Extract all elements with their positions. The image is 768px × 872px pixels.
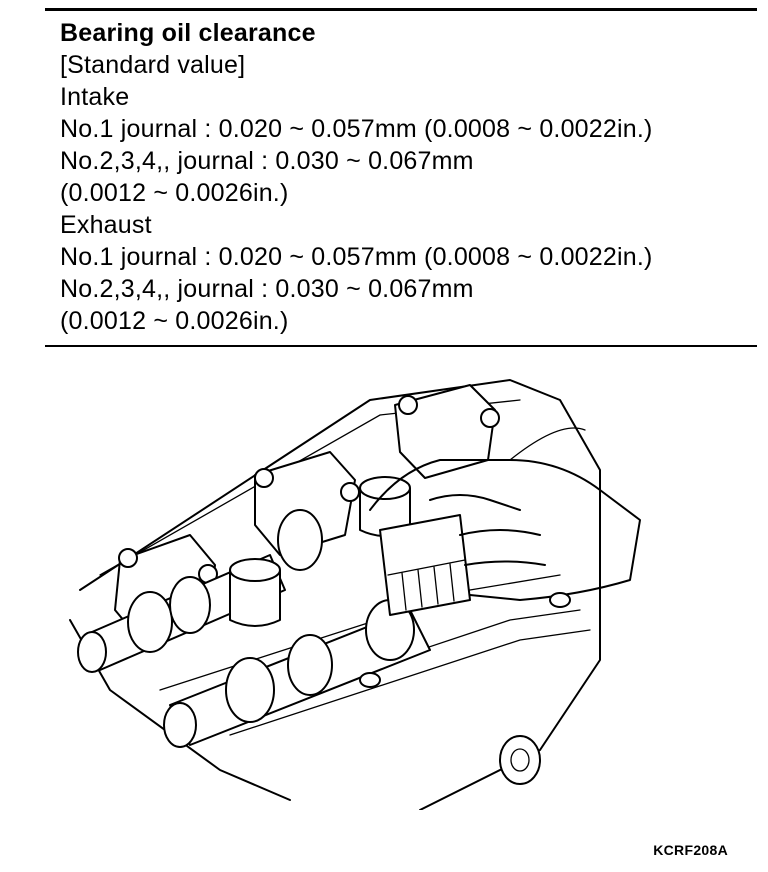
spec-box: Bearing oil clearance [Standard value] I… xyxy=(45,8,757,347)
intake-heading: Intake xyxy=(60,83,130,111)
gasket-line xyxy=(159,574,561,691)
intake-journal-1: No.1 journal : 0.020 ~ 0.057mm (0.0008 ~… xyxy=(60,115,653,143)
intake-journal-2-4-inches: (0.0012 ~ 0.0026in.) xyxy=(60,179,289,207)
head-rail-lower-2 xyxy=(229,629,591,736)
hand xyxy=(369,427,641,601)
exhaust-journal-1: No.1 journal : 0.020 ~ 0.057mm (0.0008 ~… xyxy=(60,243,653,271)
cap-bolts xyxy=(118,395,500,584)
exhaust-camshaft xyxy=(163,599,431,748)
bottom-rule xyxy=(45,345,757,347)
intake-camshaft xyxy=(77,509,323,673)
figure-caption: KCRF208A xyxy=(653,842,728,858)
spec-text: Bearing oil clearance [Standard value] I… xyxy=(45,11,757,337)
top-rule xyxy=(45,8,757,11)
exhaust-heading: Exhaust xyxy=(60,211,152,239)
exhaust-journal-2-4: No.2,3,4,, journal : 0.030 ~ 0.067mm xyxy=(60,275,474,303)
standard-value-label: [Standard value] xyxy=(60,51,246,79)
spec-title: Bearing oil clearance xyxy=(60,19,316,47)
head-bosses xyxy=(359,592,571,785)
exhaust-journal-2-4-inches: (0.0012 ~ 0.0026in.) xyxy=(60,307,289,335)
camshaft-clearance-illustration xyxy=(40,360,760,811)
illustration-svg xyxy=(69,379,641,811)
head-outline xyxy=(79,379,601,811)
plastigage-scale xyxy=(379,514,471,616)
valve-lifters xyxy=(229,476,411,627)
intake-journal-2-4: No.2,3,4,, journal : 0.030 ~ 0.067mm xyxy=(60,147,474,175)
